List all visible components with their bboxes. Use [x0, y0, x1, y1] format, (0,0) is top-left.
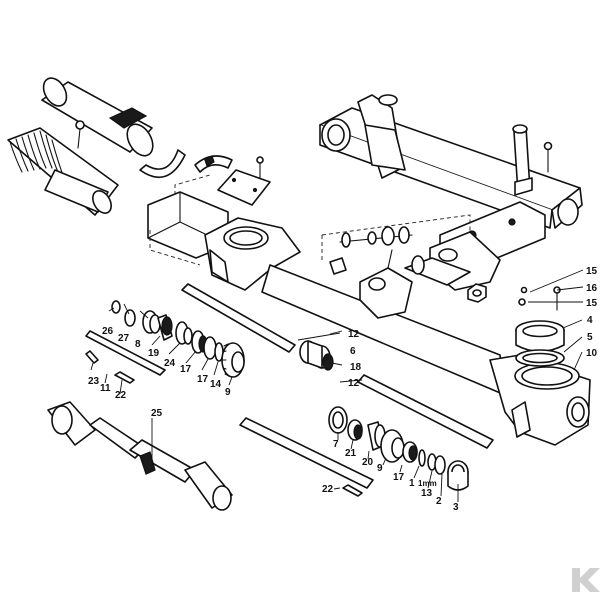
- callout-6: 6: [350, 346, 356, 357]
- small-screw: [256, 156, 264, 179]
- lock-nut: [467, 283, 487, 303]
- bevel-gear-9: [221, 342, 245, 378]
- curved-strip: [194, 155, 233, 173]
- bushing-24: [175, 321, 193, 345]
- support-bracket: [359, 249, 413, 319]
- housing-top-cover: [515, 320, 565, 353]
- key-pin-23: [85, 350, 99, 364]
- callout-18: 18: [350, 362, 362, 373]
- axle-housing: [204, 217, 506, 396]
- callout-26: 26: [102, 326, 114, 337]
- bellows-hose: [7, 127, 119, 216]
- callout-16: 16: [586, 283, 598, 294]
- tube-sleeve: [41, 77, 154, 157]
- callout-1: 1: [409, 478, 415, 489]
- callout-9b: 9: [377, 463, 383, 474]
- callout-14: 14: [210, 379, 222, 390]
- callout-7: 7: [333, 439, 339, 450]
- leader-lines: [90, 269, 584, 502]
- key-22-left: [114, 371, 135, 384]
- callout-11: 11: [100, 383, 111, 394]
- bearing-8: [142, 310, 161, 334]
- callout-15b: 15: [586, 298, 598, 309]
- callout-27: 27: [118, 333, 130, 344]
- callout-20: 20: [362, 457, 374, 468]
- shim-1: [418, 449, 426, 467]
- callout-2: 2: [436, 496, 442, 507]
- callout-1mm: 1mm: [418, 479, 437, 488]
- callout-15a: 15: [586, 266, 598, 277]
- bearing-19: [157, 314, 173, 341]
- callout-12a: 12: [348, 329, 360, 340]
- bolt-small: [518, 286, 561, 311]
- bearing-2: [434, 455, 446, 475]
- drive-shaft-12-upper: [181, 283, 296, 353]
- main-frame-beam: [319, 107, 583, 229]
- callout-12b: 12: [348, 378, 360, 389]
- bevel-gear-9b: [380, 429, 405, 463]
- drive-shaft-12-lower: [357, 374, 494, 449]
- cross-shaft-long: [239, 417, 374, 489]
- bearing-17b: [203, 336, 217, 360]
- callout-25: 25: [151, 408, 163, 419]
- callout-13: 13: [421, 488, 433, 499]
- callout-9a: 9: [225, 387, 231, 398]
- callout-17a: 17: [180, 364, 192, 375]
- circlip-26: [111, 300, 121, 314]
- pin-clip: [75, 120, 85, 149]
- tie-bolt-assembly: [329, 226, 413, 275]
- pinion-gear-6-18: [299, 340, 334, 371]
- bearing-17c: [402, 441, 418, 463]
- seal-7: [328, 406, 348, 434]
- brand-logo: [572, 568, 600, 592]
- cover-plate: [217, 169, 271, 206]
- bearing-21: [347, 419, 363, 441]
- key-22-lower: [342, 484, 363, 497]
- callout-5: 5: [587, 332, 593, 343]
- gear-housing-right: [489, 354, 591, 446]
- splined-shaft-11: [85, 330, 166, 376]
- callout-10: 10: [586, 348, 598, 359]
- callout-23: 23: [88, 376, 100, 387]
- callout-17b: 17: [197, 374, 209, 385]
- callout-21: 21: [345, 448, 357, 459]
- callout-17c: 17: [393, 472, 405, 483]
- callout-8: 8: [135, 339, 141, 350]
- callout-19: 19: [148, 348, 160, 359]
- callout-22b: 22: [322, 484, 334, 495]
- gasket: [515, 349, 565, 367]
- callout-22a: 22: [115, 390, 127, 401]
- callout-24: 24: [164, 358, 176, 369]
- clamp-ring: [139, 149, 186, 179]
- frame-bracket-post: [357, 94, 406, 179]
- frame-pin-bolt: [512, 124, 553, 196]
- callout-4: 4: [587, 315, 593, 326]
- cap-3: [447, 460, 469, 491]
- cardan-shaft-25: [47, 401, 233, 511]
- spacer-27: [124, 309, 136, 327]
- callout-3: 3: [453, 502, 459, 513]
- spacer-tube: [404, 255, 471, 286]
